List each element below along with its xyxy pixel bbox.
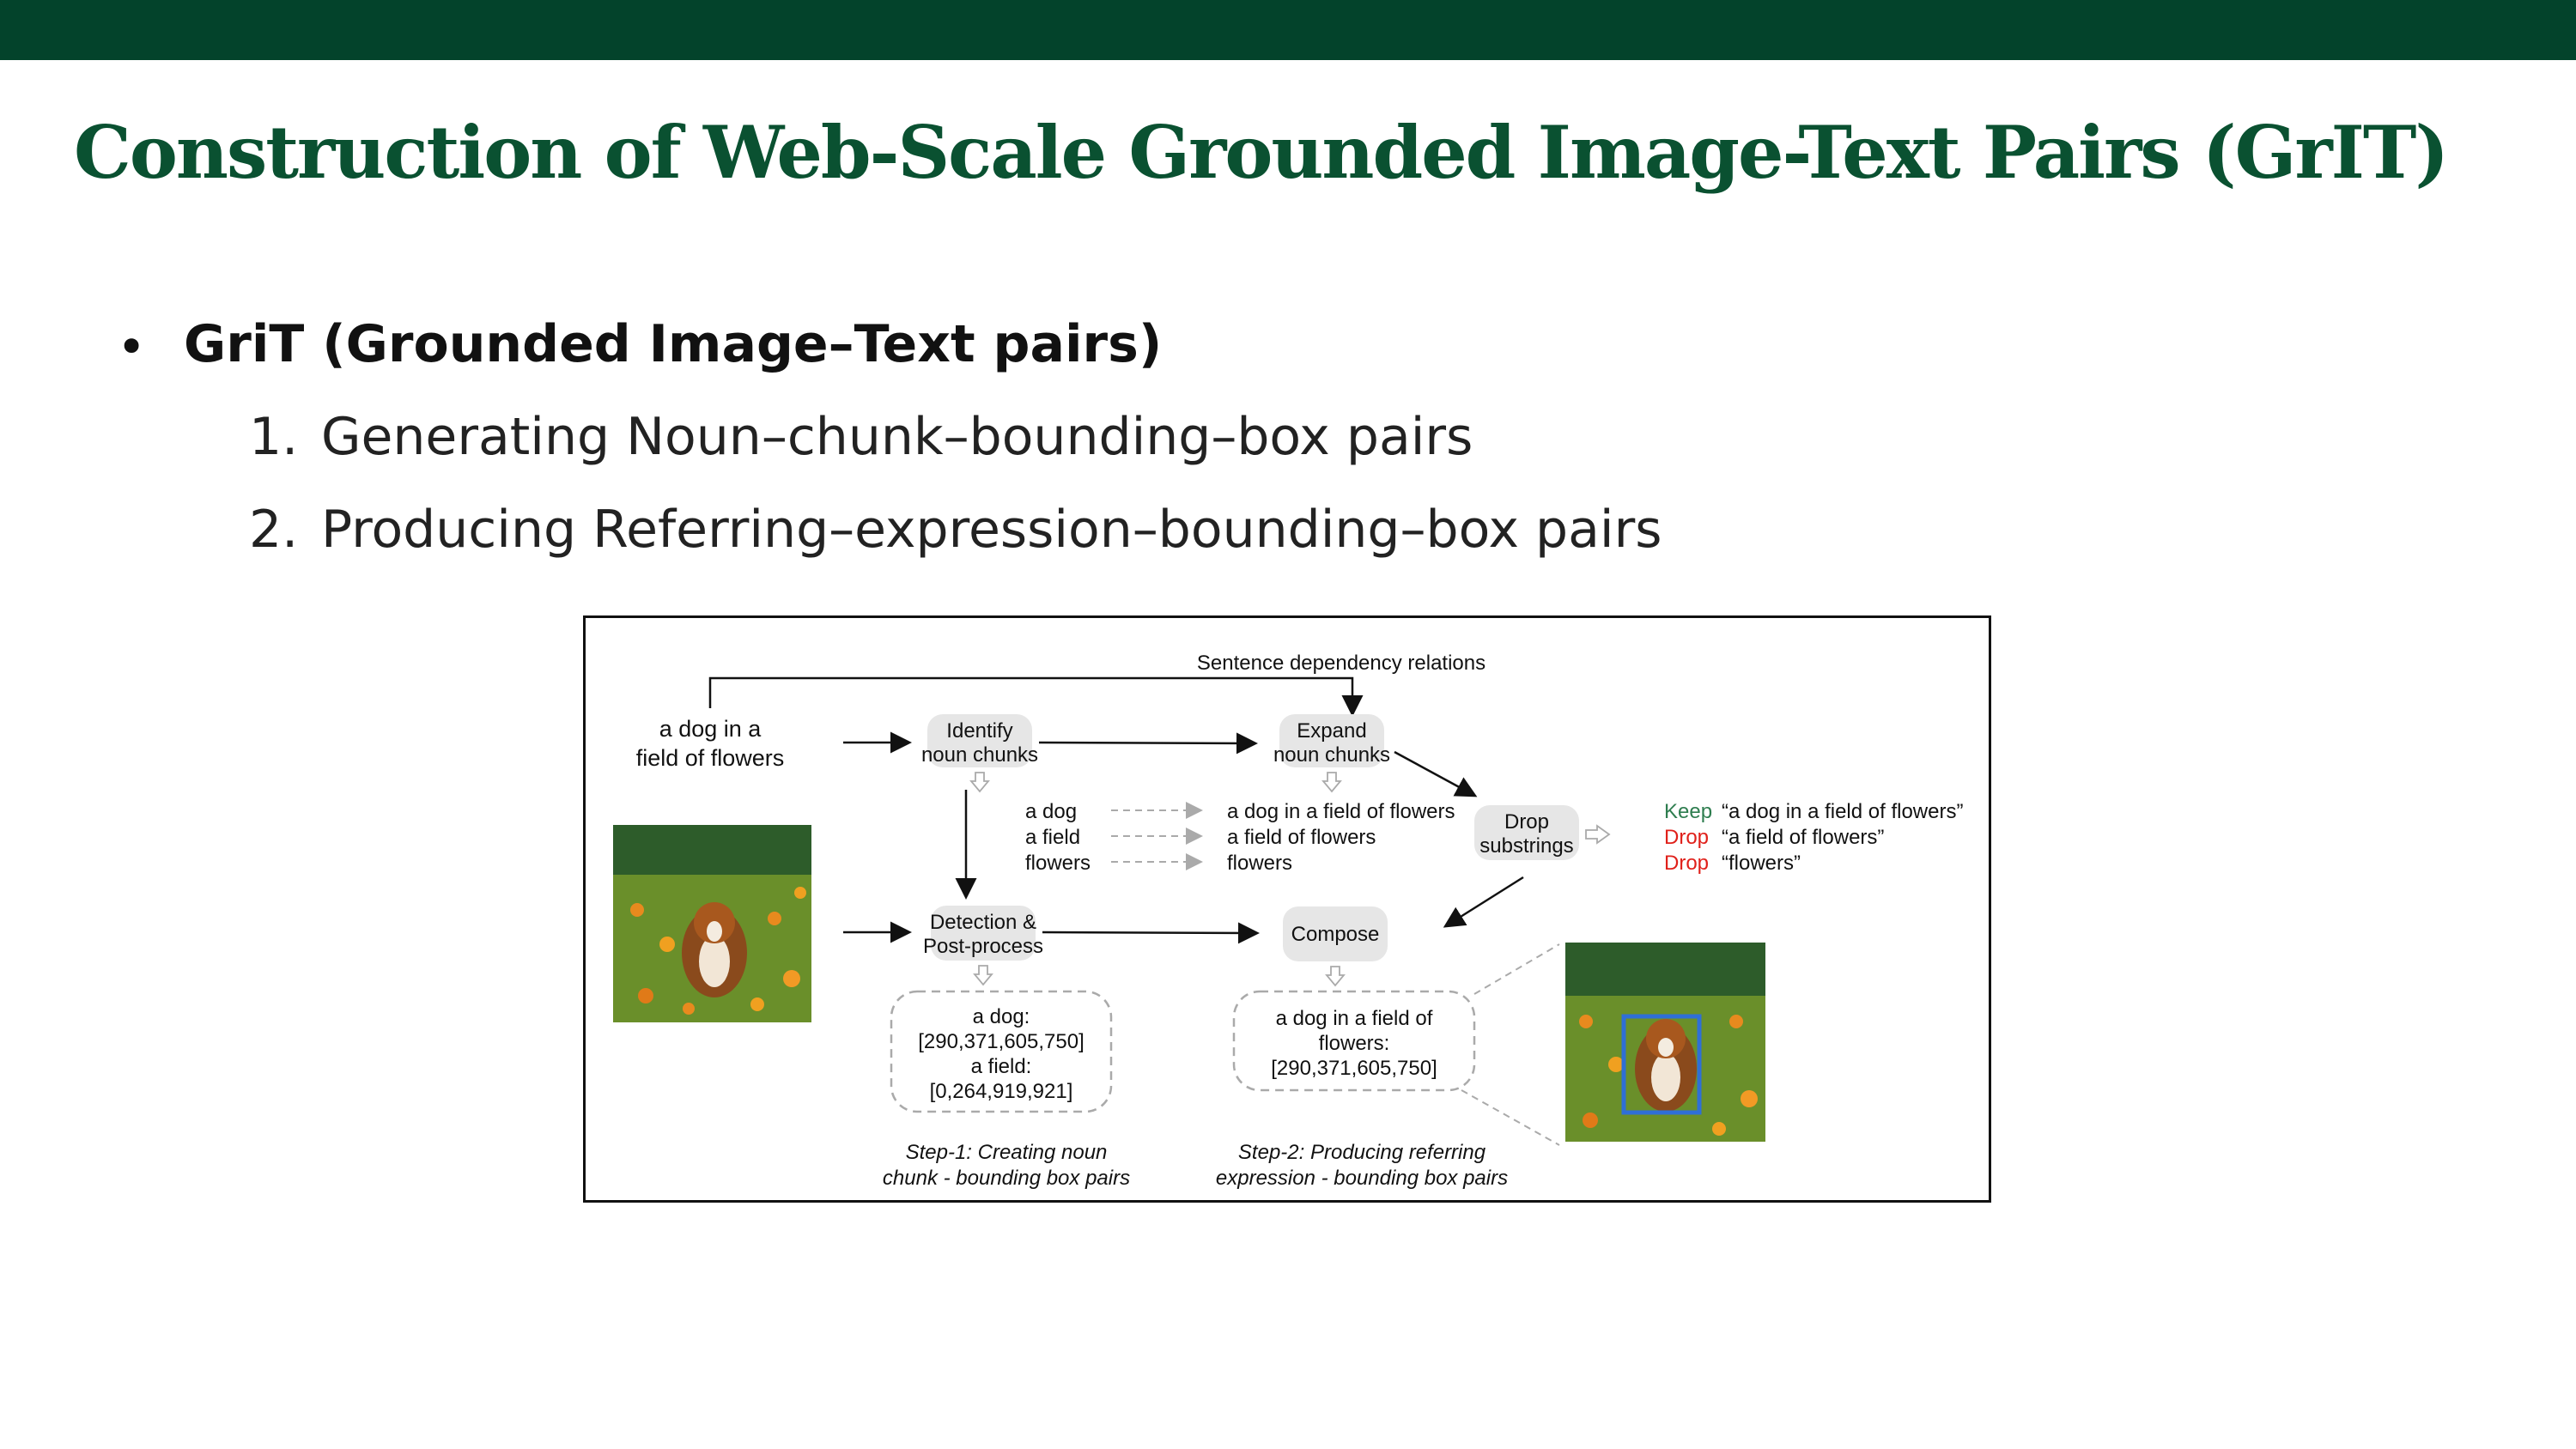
top-banner xyxy=(0,0,2576,60)
step1-result-line: [0,264,919,921] xyxy=(930,1080,1073,1103)
caption-line-2: field of flowers xyxy=(636,745,785,771)
pipeline-diagram: Sentence dependency relations a dog in a… xyxy=(613,652,1963,1190)
step2-result-line: flowers: xyxy=(1319,1032,1390,1055)
grit-pipeline-figure: Sentence dependency relations a dog in a… xyxy=(583,615,1991,1203)
bullet-dot: • xyxy=(117,318,147,376)
step2-caption-line: expression - bounding box pairs xyxy=(1216,1167,1508,1190)
expanded-chunk: flowers xyxy=(1227,852,1292,875)
decision-text: “a dog in a field of flowers” xyxy=(1722,800,1963,823)
drop-line-2: substrings xyxy=(1479,834,1573,858)
compose-node xyxy=(1283,906,1388,961)
decision-tag: Drop xyxy=(1664,826,1709,849)
step1-result-line: [290,371,605,750] xyxy=(918,1030,1084,1053)
expand-node xyxy=(1279,714,1384,767)
compose-label: Compose xyxy=(1291,923,1380,946)
step2-result-line: [290,371,605,750] xyxy=(1271,1057,1437,1080)
list-item: 2. Producing Referring–expression–boundin… xyxy=(249,500,1662,560)
decision-tag: Keep xyxy=(1664,800,1712,823)
decision-text: “a field of flowers” xyxy=(1722,826,1884,849)
list-item-text: Producing Referring–expression–bounding–… xyxy=(321,500,1662,560)
noun-chunk: flowers xyxy=(1025,852,1091,875)
dog-photo xyxy=(613,825,811,1022)
list-item: 1. Generating Noun–chunk–bounding–box pai… xyxy=(249,407,1473,467)
list-item-number: 1. xyxy=(249,407,299,467)
step2-result-line: a dog in a field of xyxy=(1276,1007,1433,1030)
detection-line-2: Post-process xyxy=(923,935,1043,958)
caption-line-1: a dog in a xyxy=(659,716,762,742)
step1-caption-line: chunk - bounding box pairs xyxy=(883,1167,1130,1190)
dependency-label: Sentence dependency relations xyxy=(1197,652,1485,675)
drop-node xyxy=(1474,805,1579,860)
bounding-box xyxy=(1621,1014,1702,1115)
expanded-chunk: a dog in a field of flowers xyxy=(1227,800,1455,823)
dependency-arrow xyxy=(708,676,1364,717)
list-item-text: Generating Noun–chunk–bounding–box pairs xyxy=(321,407,1473,467)
slide-title: Construction of Web-Scale Grounded Image… xyxy=(74,110,2449,195)
step2-caption-line: Step-2: Producing referring xyxy=(1238,1141,1486,1164)
drop-line-1: Drop xyxy=(1504,810,1549,834)
expand-line-2: noun chunks xyxy=(1273,743,1390,767)
noun-chunk: a field xyxy=(1025,826,1080,849)
expand-line-1: Expand xyxy=(1297,719,1366,743)
detection-line-1: Detection & xyxy=(930,911,1036,934)
dog-photo-with-bbox xyxy=(1565,943,1765,1142)
decision-text: “flowers” xyxy=(1722,852,1801,875)
noun-chunk: a dog xyxy=(1025,800,1077,823)
list-item-number: 2. xyxy=(249,500,299,560)
expanded-chunk: a field of flowers xyxy=(1227,826,1376,849)
step1-result-line: a field: xyxy=(971,1055,1032,1078)
identify-line-1: Identify xyxy=(946,719,1012,743)
step1-result-line: a dog: xyxy=(973,1005,1030,1028)
identify-line-2: noun chunks xyxy=(921,743,1038,767)
step1-caption-line: Step-1: Creating noun xyxy=(906,1141,1108,1164)
step1-result-box xyxy=(890,990,1113,1113)
identify-node xyxy=(927,714,1032,767)
step2-result-box xyxy=(1232,990,1476,1092)
detection-node xyxy=(931,906,1036,961)
decision-tag: Drop xyxy=(1664,852,1709,875)
bullet-heading: GriT (Grounded Image–Text pairs) xyxy=(184,314,1163,374)
